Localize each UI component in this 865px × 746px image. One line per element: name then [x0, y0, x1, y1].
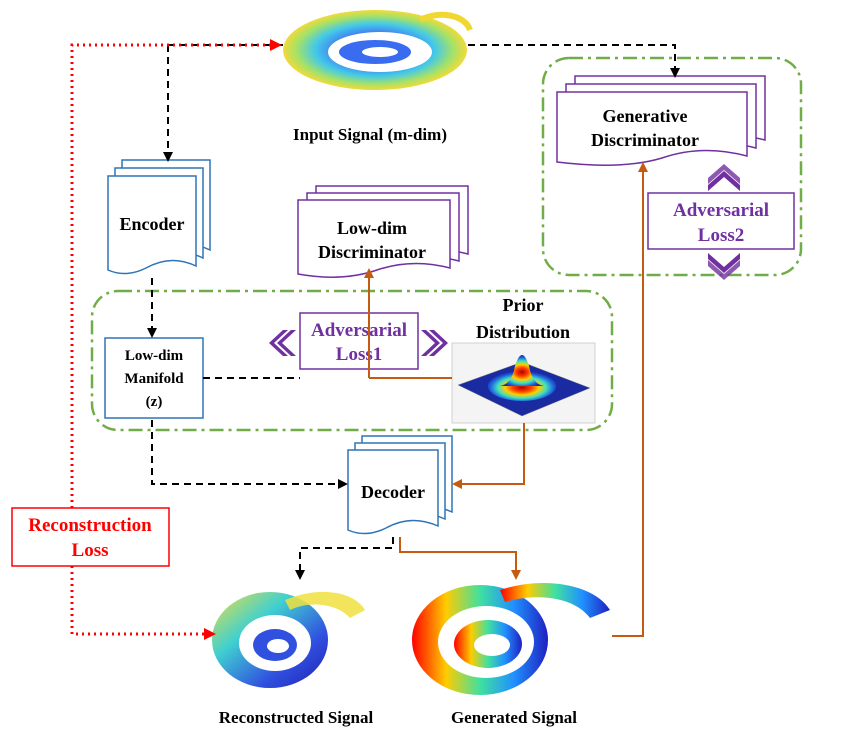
generative-adversarial-region	[541, 56, 803, 277]
prior-distribution-label-line1: Prior	[503, 295, 544, 315]
adversarial-loss2-box	[647, 192, 795, 250]
reconstruction-loss-label-line2: Loss	[72, 540, 109, 561]
low-dim-discriminator-block	[297, 185, 469, 278]
generator-flow-arrows	[364, 162, 648, 637]
low-dim-manifold-label-line2: Manifold	[124, 371, 184, 387]
generative-discriminator-block	[556, 75, 766, 166]
decoder-label: Decoder	[361, 482, 425, 502]
input-signal-image	[283, 10, 473, 90]
reconstructed-signal-label: Reconstructed Signal	[219, 708, 374, 727]
generative-discriminator-label-line1: Generative	[603, 106, 688, 126]
adversarial-loss1-right-arrows	[421, 330, 448, 356]
adversarial-loss2-label-line2: Loss2	[698, 225, 744, 246]
prior-distribution-image	[451, 342, 596, 424]
encoder-label: Encoder	[120, 214, 185, 234]
reconstruction-loss-arrows	[70, 39, 282, 640]
adversarial-loss1-left-arrows	[269, 330, 296, 356]
low-dim-discriminator-label-line1: Low-dim	[337, 218, 407, 238]
latent-adversarial-region	[90, 289, 614, 432]
decoder-block	[347, 435, 453, 535]
adversarial-loss1-label-line2: Loss1	[336, 344, 382, 365]
dashed-data-flow-arrows	[147, 44, 680, 580]
input-signal-label: Input Signal (m-dim)	[293, 125, 447, 144]
low-dim-manifold-label-line1: Low-dim	[125, 348, 184, 364]
adversarial-loss2-arrows	[708, 164, 740, 280]
reconstructed-signal-image	[212, 591, 365, 688]
generated-signal-label: Generated Signal	[451, 708, 577, 727]
low-dim-manifold-box	[104, 337, 204, 419]
generative-discriminator-label-line2: Discriminator	[591, 130, 699, 150]
low-dim-discriminator-label-line2: Discriminator	[318, 242, 426, 262]
reconstruction-loss-label-line1: Reconstruction	[28, 515, 152, 536]
low-dim-manifold-label-line3: (z)	[146, 394, 163, 410]
generated-signal-image	[412, 582, 610, 695]
adversarial-loss2-label-line1: Adversarial	[673, 200, 769, 221]
encoder-block	[107, 159, 211, 275]
adversarial-loss1-label-line1: Adversarial	[311, 320, 407, 341]
adversarial-loss1-box	[299, 312, 419, 370]
prior-distribution-label-line2: Distribution	[476, 322, 570, 342]
reconstruction-loss-box	[11, 507, 170, 567]
